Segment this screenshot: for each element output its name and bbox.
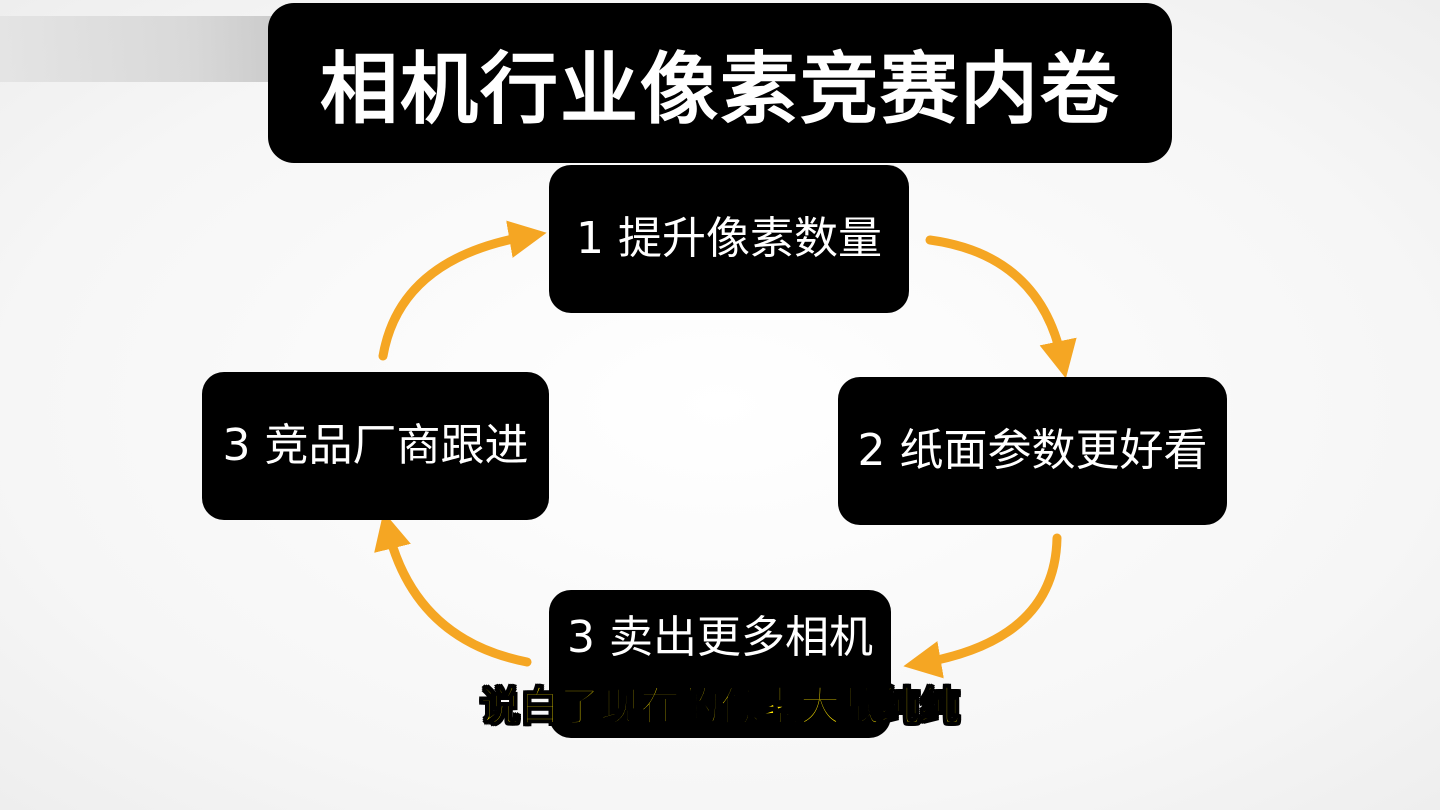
node-1-label: 1 提升像素数量	[576, 213, 882, 264]
node-3-sell-more-cameras: 3 卖出更多相机	[549, 590, 891, 738]
top-left-gradient-bar	[0, 16, 316, 82]
arrow-1-to-2	[925, 235, 1077, 379]
title-box: 相机行业像素竞赛内卷	[268, 3, 1172, 163]
node-2-label: 2 纸面参数更好看	[857, 425, 1208, 476]
diagram-title: 相机行业像素竞赛内卷	[319, 45, 1120, 135]
node-1-increase-pixels: 1 提升像素数量	[549, 165, 909, 313]
video-subtitle: 说白了现在的像素大战纯纯	[479, 683, 961, 731]
node-3-label: 3 卖出更多相机	[567, 612, 873, 663]
arrow-4-to-1	[378, 220, 547, 361]
node-4-competitors-follow: 3 竞品厂商跟进	[202, 372, 549, 520]
arrow-3-to-4	[374, 511, 532, 667]
node-2-better-specs: 2 纸面参数更好看	[838, 377, 1227, 525]
arrow-2-to-3	[903, 533, 1062, 679]
node-4-label: 3 竞品厂商跟进	[222, 420, 529, 471]
